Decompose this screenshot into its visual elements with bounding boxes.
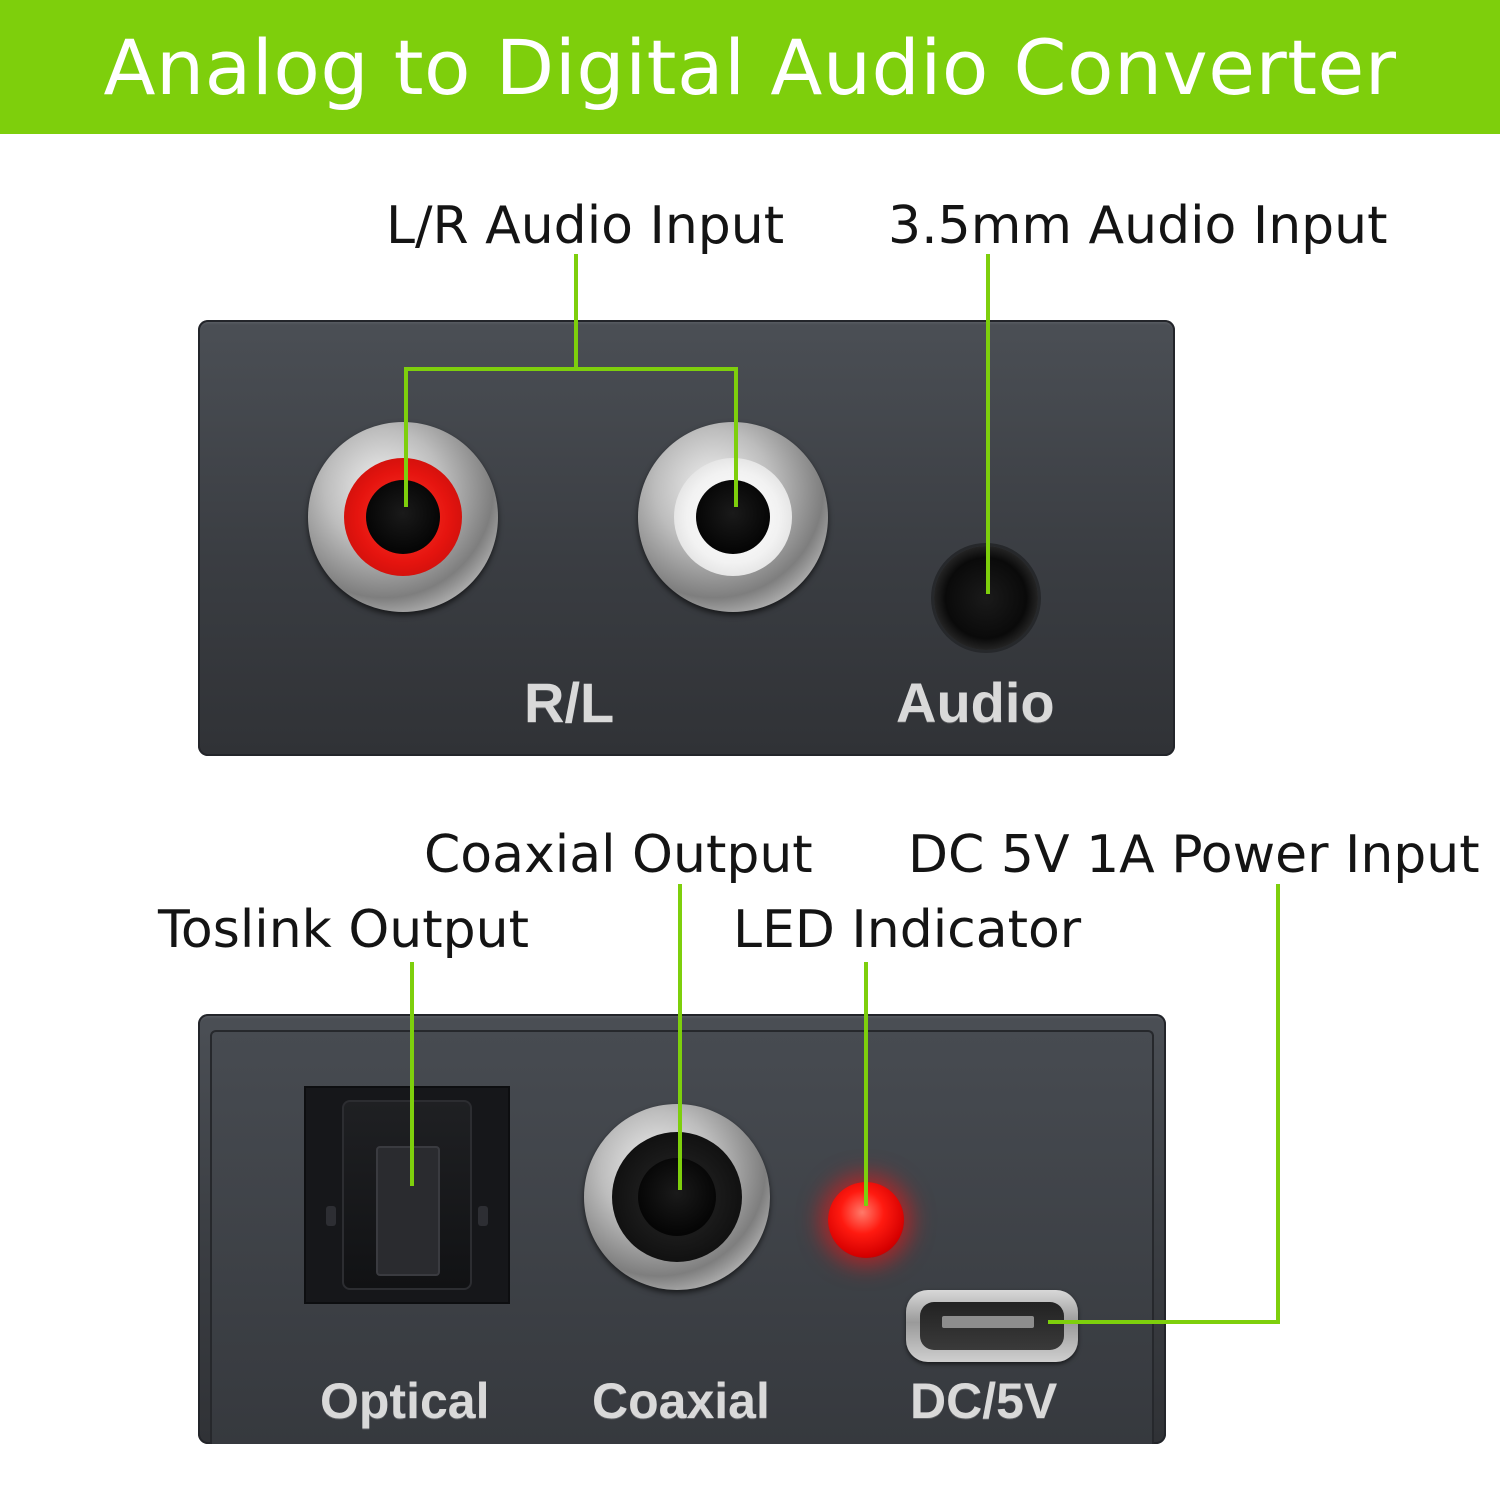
port-label-coaxial: Coaxial (592, 1373, 770, 1429)
port-label-optical: Optical (320, 1373, 490, 1429)
callout-toslink-output: Toslink Output (158, 900, 529, 960)
title-banner: Analog to Digital Audio Converter (0, 0, 1500, 134)
leader-lr-left (734, 367, 738, 507)
optical-notch-left (326, 1206, 336, 1226)
micro-usb-tongue (942, 1316, 1034, 1328)
rca-hole (696, 480, 770, 554)
micro-usb-power-port (906, 1290, 1078, 1362)
callout-coaxial-output: Coaxial Output (424, 825, 813, 885)
rca-hole (366, 480, 440, 554)
converter-output-panel: Optical Coaxial DC/5V (198, 1014, 1166, 1444)
optical-notch-right (478, 1206, 488, 1226)
callout-35mm-audio-input: 3.5mm Audio Input (888, 196, 1388, 256)
coaxial-hole (638, 1158, 716, 1236)
optical-plug (376, 1146, 440, 1276)
port-label-audio: Audio (896, 671, 1055, 734)
callout-dc-power-input: DC 5V 1A Power Input (908, 825, 1480, 885)
leader-dc-horizontal (1048, 1320, 1280, 1324)
callout-lr-audio-input: L/R Audio Input (386, 196, 785, 256)
leader-lr-right (404, 367, 408, 507)
coaxial-output-jack (584, 1104, 770, 1290)
leader-35mm (986, 254, 990, 594)
port-label-dc5v: DC/5V (910, 1373, 1058, 1429)
leader-toslink (410, 962, 414, 1186)
leader-lr-bar (404, 367, 738, 371)
page-title: Analog to Digital Audio Converter (103, 22, 1397, 112)
rca-jack-right-red (308, 422, 498, 612)
converter-input-panel: R/L Audio (198, 320, 1175, 756)
leader-led (864, 962, 868, 1206)
leader-lr-stem (574, 254, 578, 370)
port-label-rl: R/L (524, 671, 615, 734)
leader-dc-vertical (1276, 884, 1280, 1324)
toslink-optical-port (304, 1086, 510, 1304)
rca-jack-left-white (638, 422, 828, 612)
callout-led-indicator: LED Indicator (733, 900, 1082, 960)
leader-coaxial (678, 884, 682, 1190)
